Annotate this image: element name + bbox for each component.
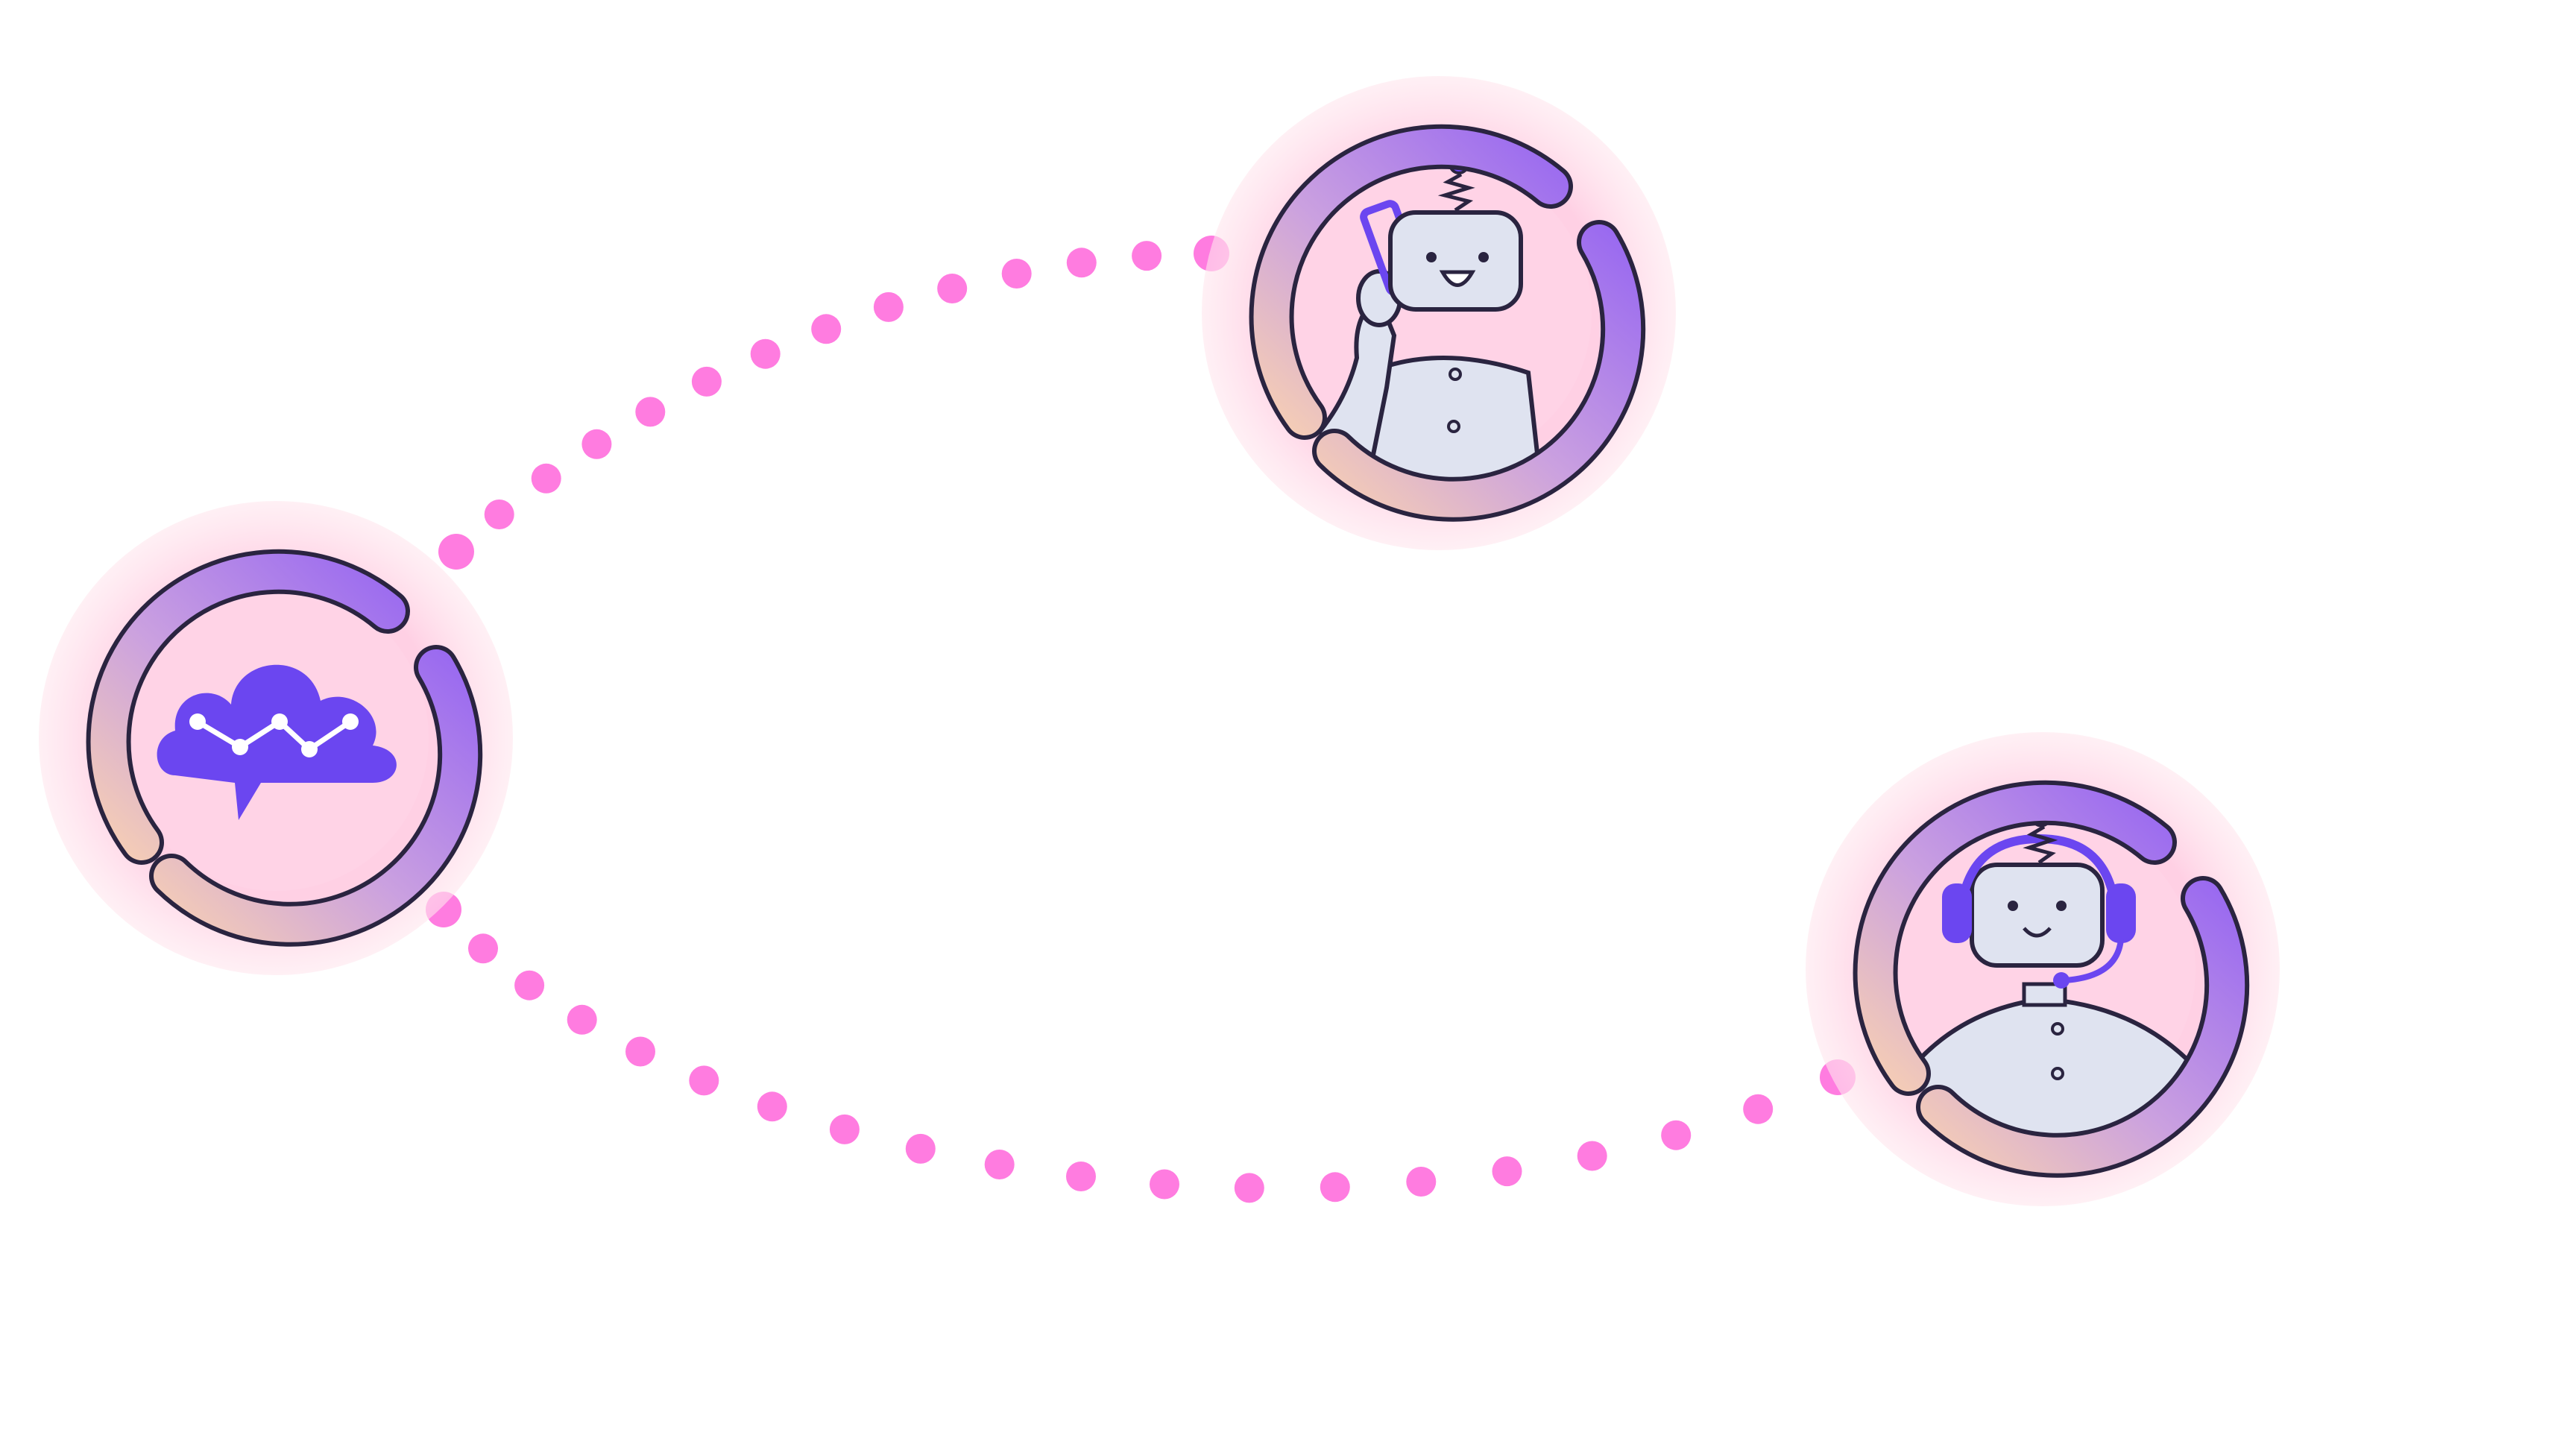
connector-dot: [1066, 248, 1097, 278]
connector-dot: [567, 1004, 597, 1035]
connector-dot: [531, 463, 561, 494]
connector-dot: [1743, 1094, 1774, 1124]
connector-dot: [1066, 1162, 1096, 1191]
connector-dot: [905, 1133, 936, 1164]
connector-dot: [1132, 241, 1162, 271]
connector-dot: [750, 338, 781, 369]
connector-dot: [468, 933, 498, 964]
connector-dot: [811, 314, 842, 344]
connector-dot: [829, 1114, 860, 1144]
connector-dot: [873, 291, 904, 322]
connector-dot: [689, 1065, 719, 1096]
connector-dot: [984, 1150, 1015, 1179]
connection-cloud-to-robot-phone: [438, 236, 1229, 570]
connector-dot: [438, 534, 474, 570]
connector-dot: [625, 1036, 655, 1067]
connector-dot: [1577, 1141, 1607, 1171]
node-robot-headset: [1806, 732, 2280, 1206]
connector-dot: [635, 397, 666, 427]
connector-dot: [1001, 259, 1032, 289]
connector-dot: [514, 970, 545, 1000]
connector-dot: [1492, 1156, 1522, 1187]
connector-dot: [1406, 1167, 1437, 1197]
connector-dot: [1661, 1120, 1692, 1150]
node-robot-phone: [1202, 76, 1676, 550]
connector-dot: [484, 499, 514, 529]
connector-dot: [581, 429, 612, 459]
connector-dot: [1320, 1172, 1350, 1203]
node-cloud-analytics: [39, 501, 513, 975]
robot-headset-icon: [1876, 805, 2209, 1139]
connector-dot: [691, 366, 722, 397]
connection-cloud-to-robot-headset: [426, 892, 1856, 1203]
connector-dot: [1150, 1169, 1179, 1200]
connector-dot: [757, 1091, 787, 1122]
connector-dot: [1234, 1173, 1264, 1203]
cloud-chart-icon: [157, 664, 397, 820]
connector-dot: [937, 274, 968, 303]
